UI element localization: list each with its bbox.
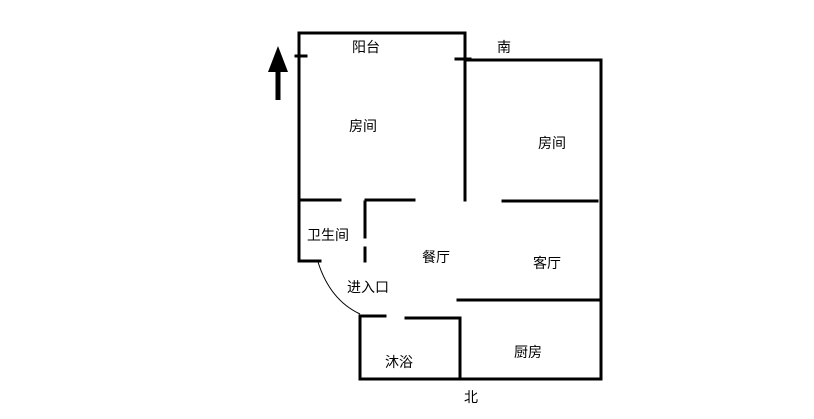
bedroom-left-label: 房间 bbox=[349, 119, 377, 135]
up-arrow-icon bbox=[268, 46, 288, 100]
living-label: 客厅 bbox=[533, 256, 561, 272]
bedroom-right-label: 房间 bbox=[538, 136, 566, 152]
kitchen-label: 厨房 bbox=[514, 345, 542, 361]
shower-label: 沐浴 bbox=[385, 355, 413, 371]
balcony-label: 阳台 bbox=[352, 40, 380, 56]
south-label: 南 bbox=[497, 40, 511, 56]
door-swing-arc bbox=[317, 261, 361, 315]
walls bbox=[294, 31, 603, 381]
north-label: 北 bbox=[464, 390, 478, 406]
bathroom-label: 卫生间 bbox=[307, 228, 349, 244]
dining-label: 餐厅 bbox=[422, 250, 450, 266]
entrance-label: 进入口 bbox=[347, 280, 389, 296]
